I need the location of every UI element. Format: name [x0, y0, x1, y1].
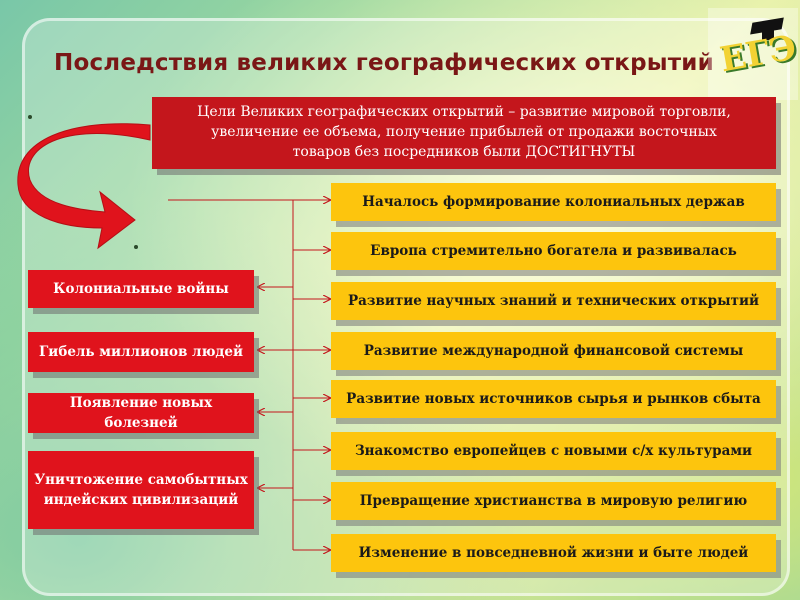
ege-logo: ЕГЭ: [708, 8, 799, 100]
curved-arrow-icon: [17, 123, 151, 250]
negative-item: Уничтожение самобытных индейских цивилиз…: [28, 451, 254, 529]
bullet-dot: [28, 115, 32, 119]
consequence-item: Развитие новых источников сырья и рынков…: [331, 380, 776, 418]
negative-item: Гибель миллионов людей: [28, 332, 254, 372]
consequence-item: Превращение христианства в мировую религ…: [331, 482, 776, 520]
goal-box: Цели Великих географических открытий – р…: [152, 97, 776, 169]
slide-title: Последствия великих географических откры…: [54, 50, 714, 76]
bullet-dot: [134, 245, 138, 249]
consequence-item: Изменение в повседневной жизни и быте лю…: [331, 534, 776, 572]
consequence-item: Европа стремительно богатела и развивала…: [331, 232, 776, 270]
goal-line: Цели Великих географических открытий – р…: [197, 104, 731, 120]
consequence-item: Развитие научных знаний и технических от…: [331, 282, 776, 320]
consequence-item: Знакомство европейцев с новыми с/х культ…: [331, 432, 776, 470]
consequence-item: Развитие международной финансовой систем…: [331, 332, 776, 370]
consequence-item: Началось формирование колониальных держа…: [331, 183, 776, 221]
negative-item: Колониальные войны: [28, 270, 254, 308]
goal-line: товаров без посредников были ДОСТИГНУТЫ: [292, 144, 636, 160]
goal-line: увеличение ее объема, получение прибылей…: [211, 124, 717, 140]
graduation-cap-base-icon: [762, 30, 774, 40]
negative-item: Появление новых болезней: [28, 393, 254, 433]
